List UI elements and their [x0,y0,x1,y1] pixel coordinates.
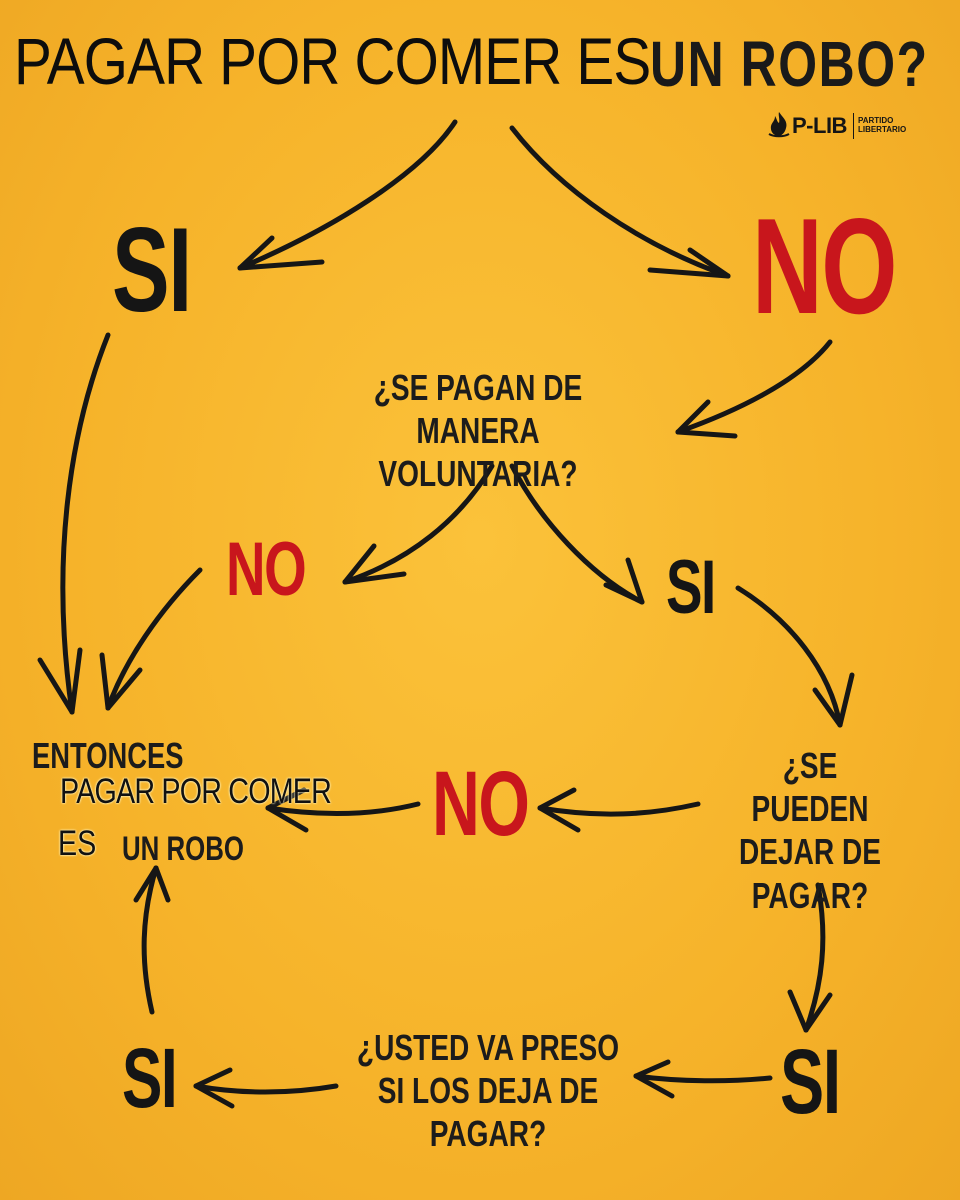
question-jail-line-1: ¿USTED VA PRESO [356,1027,620,1068]
logo-mark: P-LIB [792,113,847,138]
node-no-lower: NO [432,753,530,855]
logo-subtitle: PARTIDO LIBERTARIO [857,116,907,135]
node-si-bottom-left: SI [122,1031,178,1125]
conclusion-es: ES [58,824,97,863]
node-si-mid: SI [666,545,716,630]
question-stop-paying: ¿SE PUEDEN DEJAR DE PAGAR? [724,744,896,917]
node-no-mid: NO [226,527,307,612]
question-stop-paying-line-1: ¿SE PUEDEN [751,745,869,830]
conclusion-entonces: ENTONCES [32,735,184,776]
question-voluntary-line-2: MANERA VOLUNTARIA? [378,410,578,495]
question-stop-paying-line-3: PAGAR? [751,874,869,916]
question-jail-line-2: SI LOS DEJA DE [377,1070,599,1112]
logo-line-2: LIBERTARIO [857,125,907,134]
title-text: PAGAR POR COMER ES [14,24,651,98]
plib-logo: P-LIB PARTIDO LIBERTARIO [766,110,906,142]
question-voluntary: ¿SE PAGAN DE MANERA VOLUNTARIA? [314,366,642,496]
question-jail-line-3: PAGAR? [429,1113,547,1155]
question-stop-paying-line-2: DEJAR DE [738,831,881,873]
question-jail: ¿USTED VA PRESO SI LOS DEJA DE PAGAR? [355,1026,620,1156]
conclusion-robo: UN ROBO [122,830,245,868]
title-question: UN ROBO? [650,28,929,100]
node-si-top: SI [112,203,192,337]
node-si-lower-right: SI [780,1031,841,1133]
flame-icon [766,110,792,143]
logo-divider [852,113,854,139]
logo-line-1: PARTIDO [857,116,894,126]
node-no-top: NO [752,190,897,342]
question-voluntary-line-1: ¿SE PAGAN DE [373,367,583,408]
conclusion-overlay-text: PAGAR POR COMER [60,772,332,811]
